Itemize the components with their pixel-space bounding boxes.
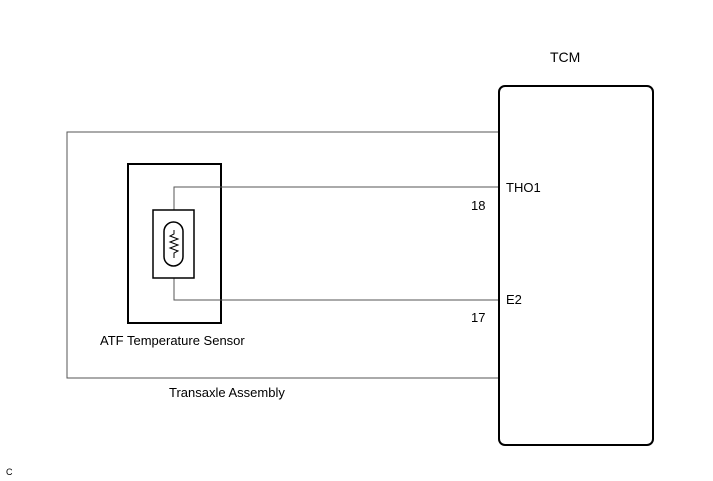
pin-name-tho1: THO1 bbox=[506, 180, 541, 195]
tcm-box bbox=[498, 85, 654, 446]
wire-tho1 bbox=[173, 186, 498, 222]
transaxle-assembly-outline bbox=[66, 131, 498, 379]
pin-name-e2: E2 bbox=[506, 292, 522, 307]
sensor-label: ATF Temperature Sensor bbox=[100, 333, 245, 348]
corner-code: C bbox=[6, 467, 13, 477]
thermistor-zigzag bbox=[168, 230, 180, 258]
thermistor-body bbox=[163, 221, 184, 267]
wire-e2 bbox=[173, 266, 498, 301]
thermistor-icon bbox=[152, 209, 195, 279]
assembly-label: Transaxle Assembly bbox=[169, 385, 285, 400]
pin-number-17: 17 bbox=[471, 310, 486, 325]
pin-number-18: 18 bbox=[471, 198, 486, 213]
tcm-label: TCM bbox=[550, 49, 581, 65]
